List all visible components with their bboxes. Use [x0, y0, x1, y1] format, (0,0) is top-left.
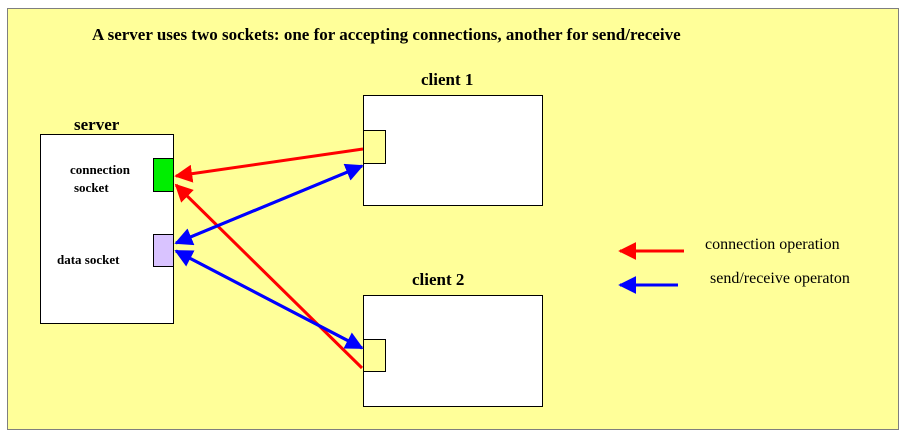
- client1-label: client 1: [421, 70, 474, 89]
- client1-socket: [363, 130, 386, 164]
- data-socket: [153, 234, 174, 267]
- client2-data-arrow-to-server: [174, 249, 363, 350]
- legend-connection-label: connection operation: [705, 236, 840, 253]
- server-box: [40, 134, 174, 324]
- data-socket-label: data socket: [57, 252, 120, 267]
- client1-data-arrow-to-server: [174, 164, 363, 246]
- connection-socket-label-line1: connection: [70, 162, 130, 177]
- server-label: server: [74, 115, 120, 134]
- legend-send-receive-label: send/receive operaton: [710, 270, 850, 287]
- diagram-title: A server uses two sockets: one for accep…: [92, 25, 681, 44]
- client2-socket: [363, 339, 386, 372]
- connection-socket-label-line2: socket: [74, 180, 109, 195]
- client1-connection-arrow: [174, 147, 364, 183]
- client2-connection-arrow: [174, 183, 364, 370]
- connection-socket: [153, 158, 174, 192]
- client2-label: client 2: [412, 270, 465, 289]
